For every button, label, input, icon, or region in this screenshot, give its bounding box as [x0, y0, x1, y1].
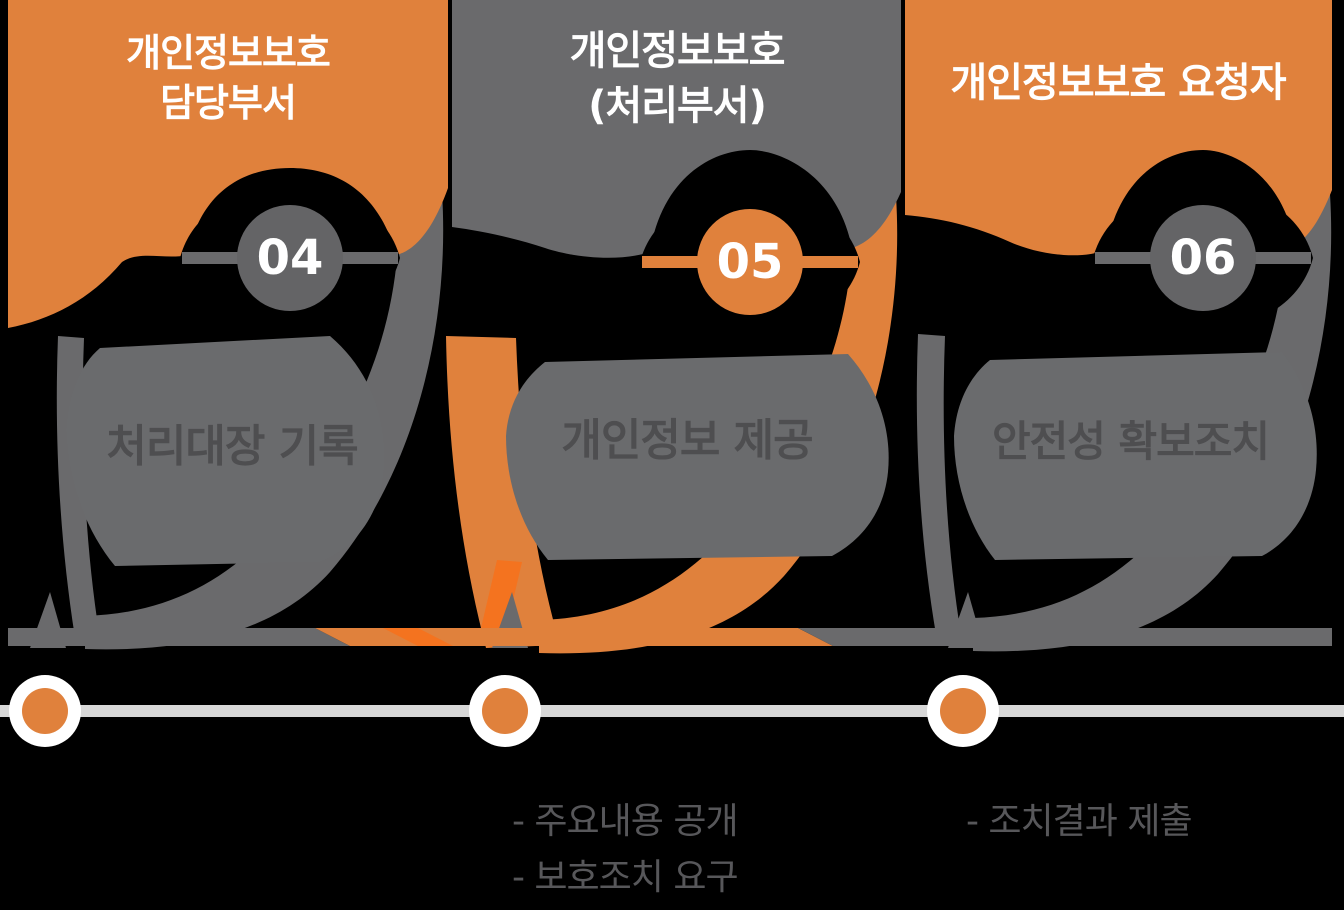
bottom-band-bright-sliver — [383, 628, 453, 646]
step1-blob-label: 처리대장 기록 — [106, 421, 358, 472]
step3-card-title-line1: 개인정보보호 요청자 — [950, 60, 1286, 106]
step2-line-stub-right — [800, 256, 858, 268]
step3-left-tail — [916, 334, 962, 646]
step1-card-title: 개인정보보호 담당부서 — [8, 28, 448, 128]
step1-line-stub-right — [338, 252, 398, 264]
bottom-band-gray-2 — [798, 628, 1332, 646]
step2-bullets: - 주요내용 공개 - 보호조치 요구 — [512, 794, 739, 906]
timeline-dot-2 — [469, 675, 541, 747]
timeline-dot-2-core — [482, 688, 528, 734]
step3-bullets: - 조치결과 제출 — [966, 794, 1193, 850]
step2-header-card — [452, 0, 901, 258]
bottom-band-orange — [315, 628, 833, 646]
step3-card-title: 개인정보보호 요청자 — [904, 58, 1332, 108]
bottom-band-gray-1 — [8, 628, 350, 646]
step3-text-blob — [954, 352, 1317, 560]
step1-text-blob — [66, 336, 385, 566]
step2-line-stub-left — [642, 256, 700, 268]
step1-card-title-line1: 개인정보보호 — [126, 31, 331, 75]
step2-number: 05 — [716, 234, 784, 290]
step2-card-title: 개인정보보호 (처리부서) — [452, 24, 902, 134]
timeline-dot-1 — [9, 675, 81, 747]
timeline-dot-3-core — [940, 688, 986, 734]
step2-card-title-line1: 개인정보보호 — [569, 28, 786, 74]
step1-card-title-line2: 담당부서 — [160, 81, 297, 125]
step2-bright-sliver — [477, 560, 522, 648]
step2-blob-label: 개인정보 제공 — [561, 415, 813, 466]
timeline-dot-3 — [927, 675, 999, 747]
step3-line-stub-left — [1095, 252, 1153, 264]
step2-text-blob — [506, 354, 889, 560]
step2-number-circle — [697, 209, 803, 315]
step2-left-tail — [446, 336, 560, 648]
step2-card-title-line2: (처리부서) — [588, 83, 767, 129]
step1-number-circle — [237, 205, 343, 311]
step3-header-card — [905, 0, 1332, 256]
step1-header-card — [8, 0, 448, 328]
step3-number: 06 — [1169, 230, 1237, 286]
step3-number-circle — [1150, 205, 1256, 311]
step1-number: 04 — [256, 230, 324, 286]
timeline-dot-1-core — [22, 688, 68, 734]
step2-bullet-1: - 주요내용 공개 — [512, 801, 739, 842]
timeline-line — [0, 705, 1344, 717]
step3-blob-label: 안전성 확보조치 — [991, 417, 1270, 466]
step3-line-stub-right — [1253, 252, 1311, 264]
step1-line-stub-left — [182, 252, 242, 264]
step2-bullet-2: - 보호조치 요구 — [512, 857, 739, 898]
step3-bullet-1: - 조치결과 제출 — [966, 801, 1193, 842]
